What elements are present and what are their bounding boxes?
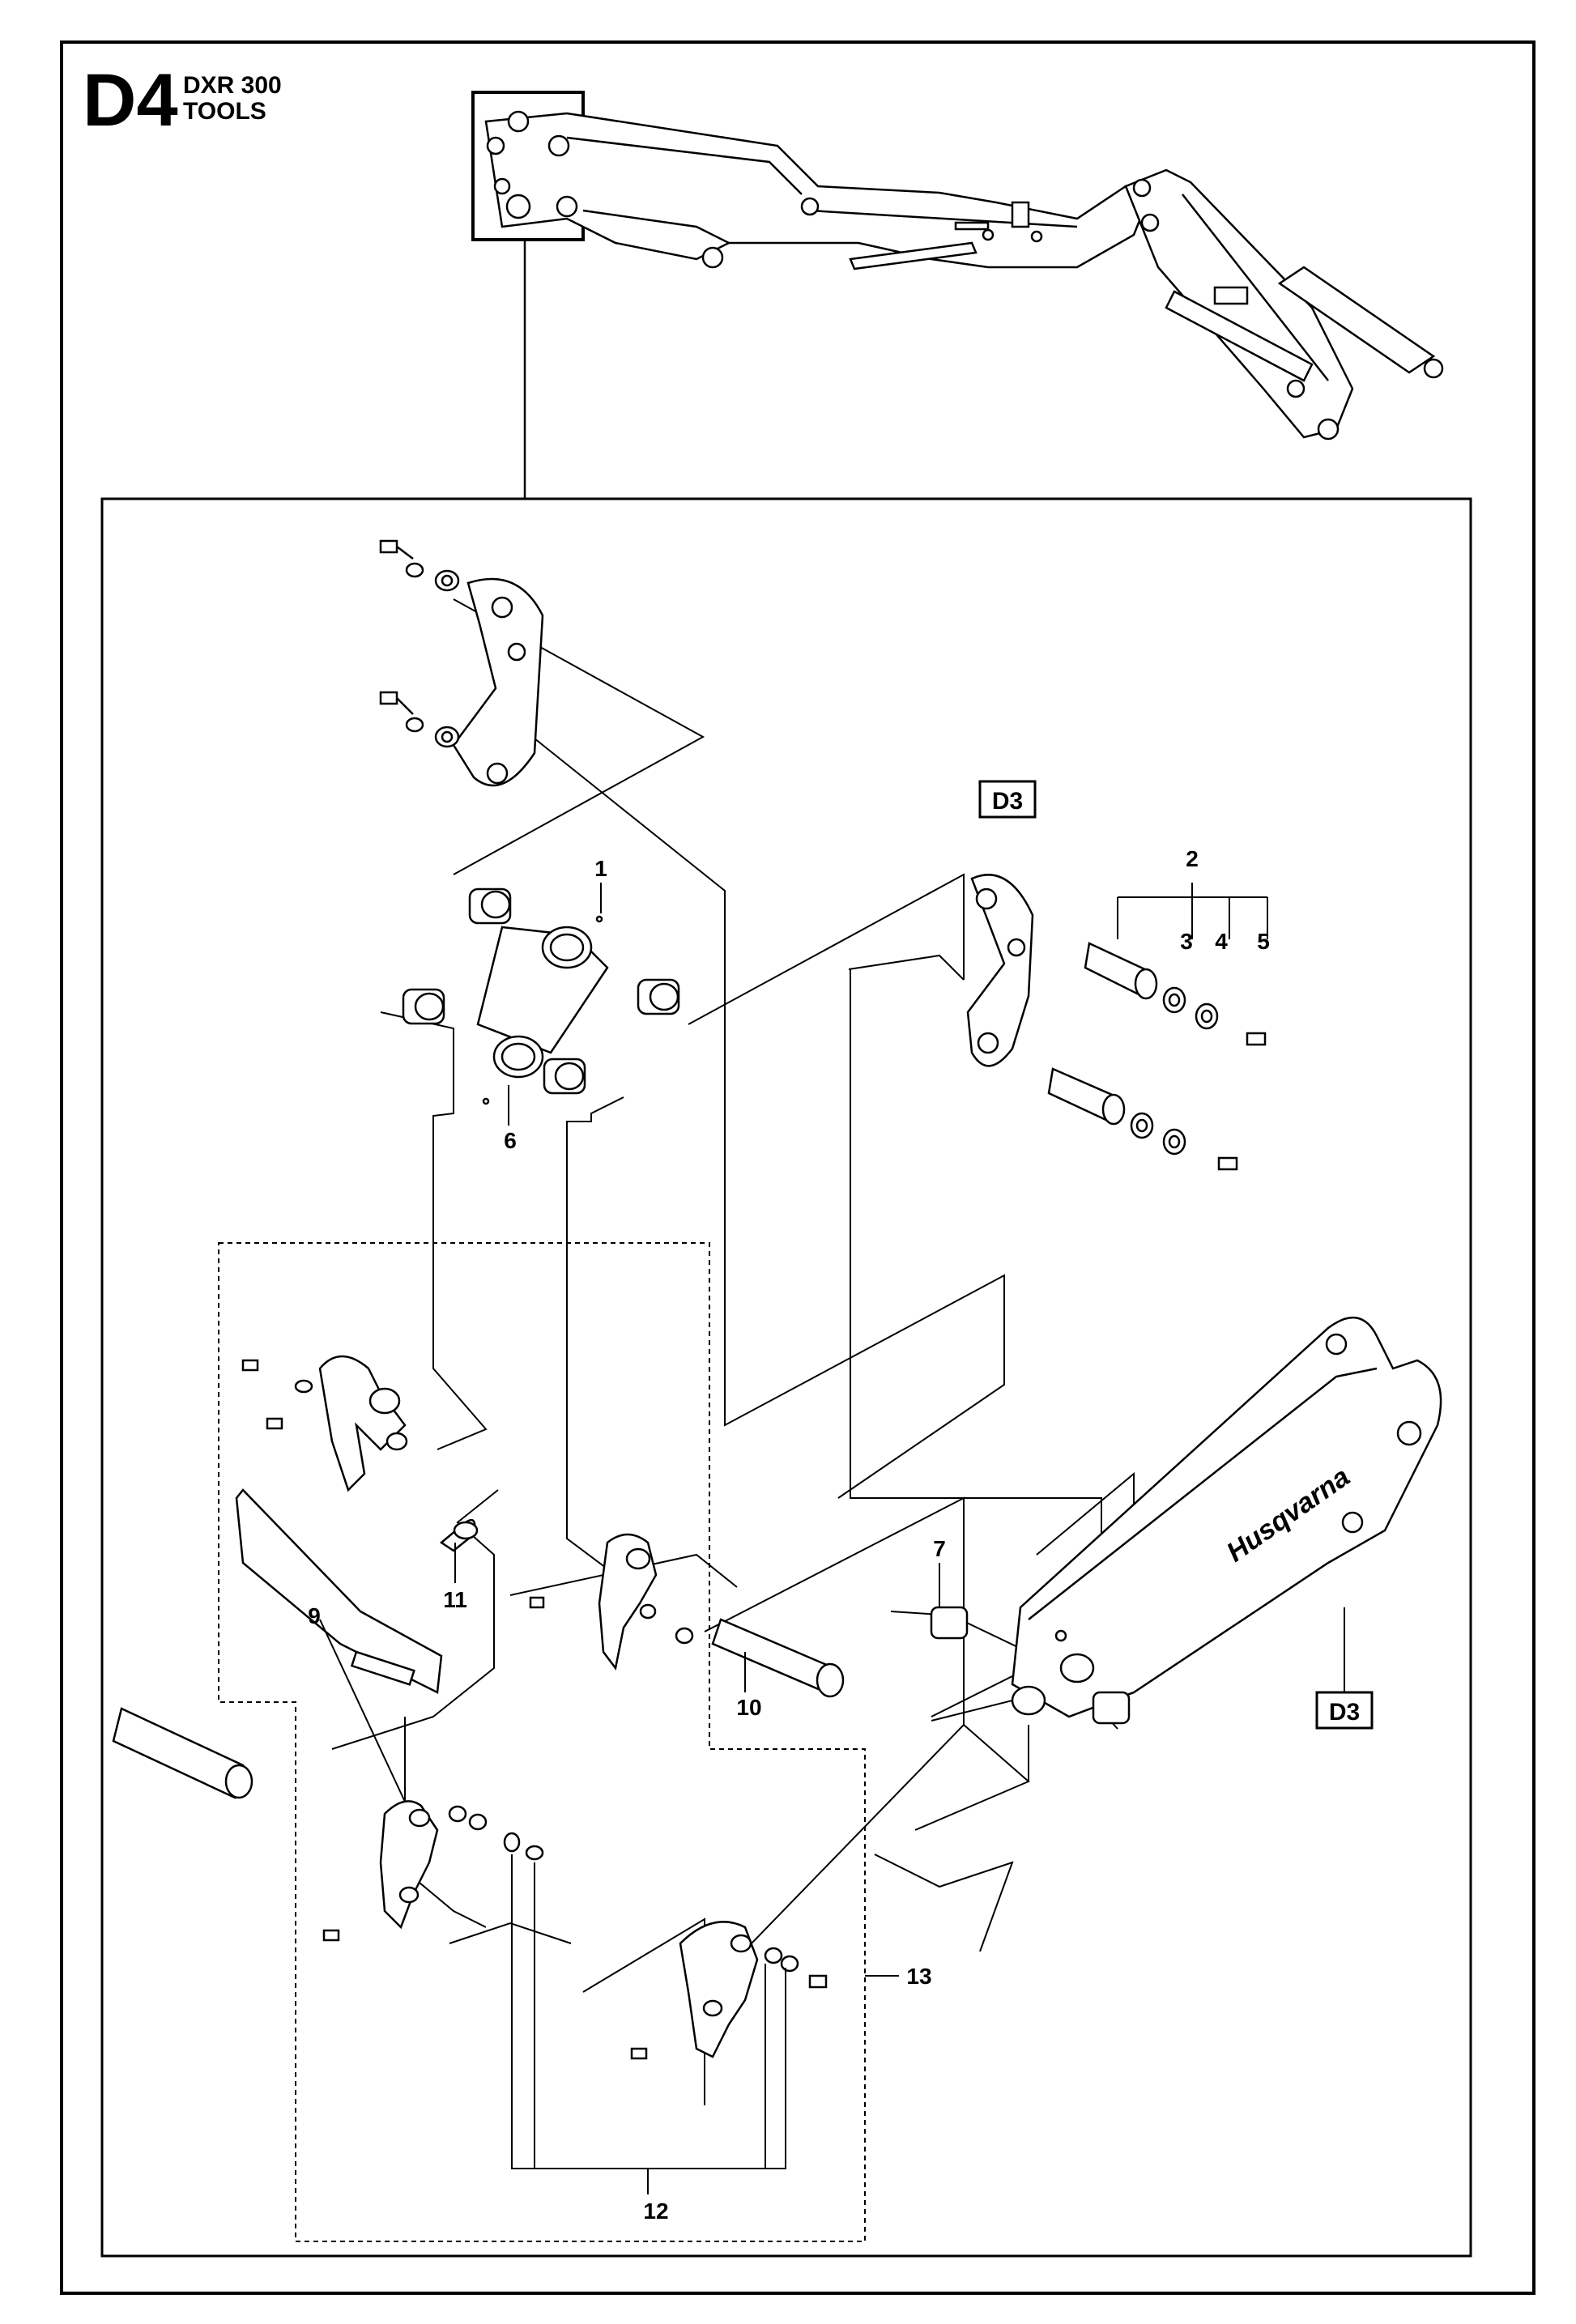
item-9-leader <box>319 1619 406 1803</box>
callout-11: 11 <box>443 1587 467 1612</box>
overview-arm <box>471 91 1444 441</box>
lower-linkage <box>112 1355 845 2060</box>
kit-outline <box>218 1242 866 2242</box>
ref-label-bottom: D3 <box>1329 1699 1360 1726</box>
callout-leaders <box>454 883 1345 1692</box>
item-2-bracket <box>1117 883 1268 939</box>
detail-frame <box>100 497 1472 2258</box>
callout-7: 7 <box>933 1536 946 1561</box>
page-code: D4 <box>83 59 178 142</box>
callout-9: 9 <box>308 1603 321 1628</box>
callout-12: 12 <box>643 2198 668 2224</box>
model-label: DXR 300 <box>183 72 282 99</box>
pivot-link-6 <box>402 887 680 1105</box>
page-border <box>60 40 1536 2295</box>
ref-label-top: D3 <box>992 788 1023 815</box>
callout-5: 5 <box>1257 929 1270 954</box>
ref-box-bottom <box>1315 1691 1374 1730</box>
callout-10: 10 <box>736 1695 761 1720</box>
routing-lines <box>331 598 1135 2105</box>
item-12-bracket <box>511 1854 786 2194</box>
callout-numbers: 1 2 3 4 5 6 7 9 10 11 12 13 <box>308 846 1270 2224</box>
main-arm: Husqvarna <box>930 1316 1442 1725</box>
section-label: TOOLS <box>183 98 266 125</box>
link-plate-top <box>379 539 544 787</box>
reference-boxes <box>978 780 1374 1730</box>
callout-1: 1 <box>594 856 607 881</box>
ref-box-top <box>978 780 1037 819</box>
callout-13: 13 <box>906 1964 931 1989</box>
callout-4: 4 <box>1215 929 1228 954</box>
callout-6: 6 <box>504 1128 517 1153</box>
callout-3: 3 <box>1180 929 1193 954</box>
link-plate-right <box>966 874 1267 1171</box>
callout-2: 2 <box>1186 846 1199 871</box>
